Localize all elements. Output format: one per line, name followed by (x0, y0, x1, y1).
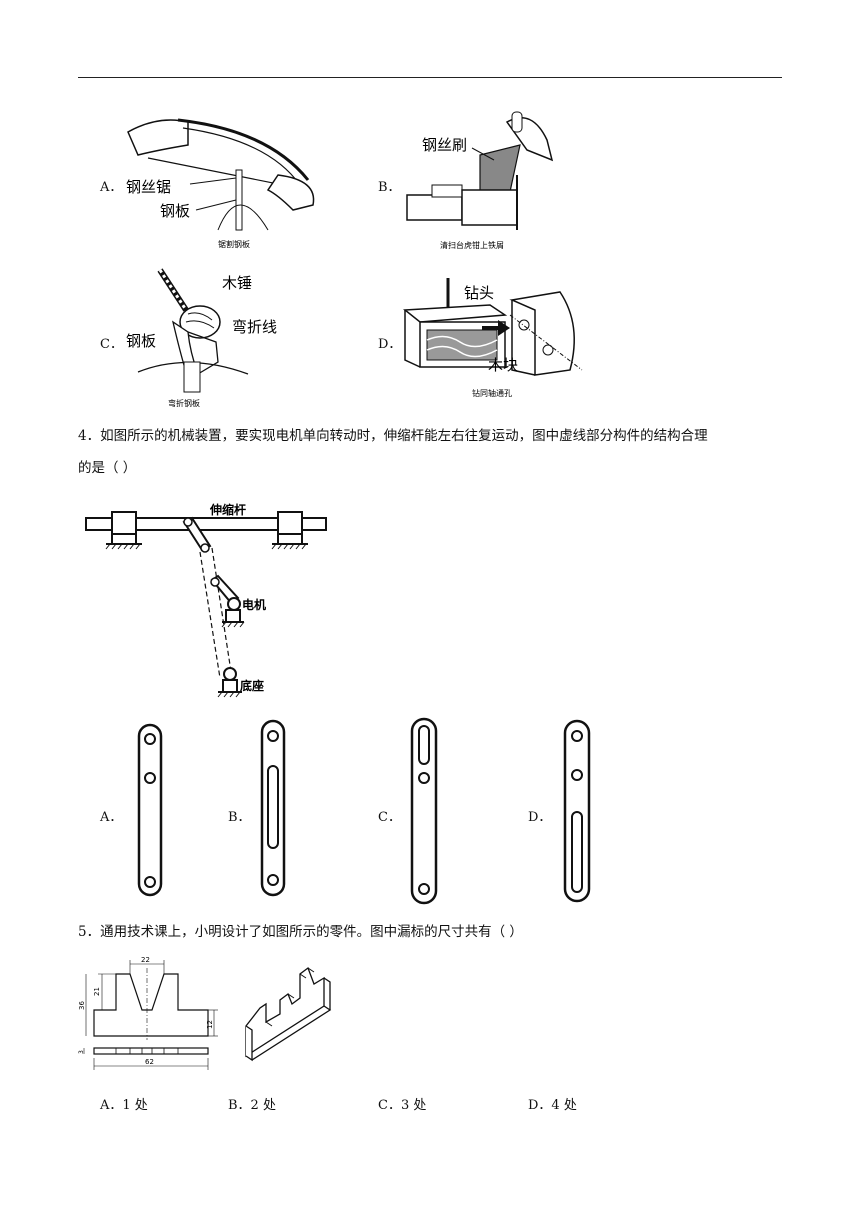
q4-text-line1: 4．如图所示的机械装置，要实现电机单向转动时，伸缩杆能左右往复运动，图中虚线部分… (78, 428, 708, 444)
q3-figure-c-bending: 木锤 弯折线 钢板 弯折钢板 (126, 268, 277, 408)
q3-d-label-drill: 钻头 (464, 284, 494, 302)
q4-option-d-letter[interactable]: D． (528, 810, 552, 825)
q3-option-b-letter[interactable]: B． (378, 180, 401, 195)
q5-dim-62: 62 (145, 1058, 154, 1066)
q3-a-caption: 锯割钢板 (218, 239, 250, 249)
q3-c-caption: 弯折钢板 (168, 398, 200, 408)
header-rule (78, 77, 782, 78)
q5-orthographic-drawing: 22 21 36 12 3 62 (78, 956, 218, 1070)
q4-option-d-link[interactable] (562, 718, 594, 904)
q3-d-caption: 钻同轴通孔 (472, 388, 512, 398)
q5-dim-36: 36 (78, 1001, 86, 1010)
q3-b-caption: 清扫台虎钳上铁屑 (440, 240, 504, 250)
q4-option-c-letter[interactable]: C． (378, 810, 401, 825)
q5-question-text: 5．通用技术课上，小明设计了如图所示的零件。图中漏标的尺寸共有（ ） (78, 924, 523, 940)
q4-question-text: 4．如图所示的机械装置，要实现电机单向转动时，伸缩杆能左右往复运动，图中虚线部分… (78, 420, 788, 484)
q3-d-label-wood: 木块 (488, 356, 518, 374)
q3-figure-b-brush: 钢丝刷 清扫台虎钳上铁屑 (406, 111, 554, 250)
q4-text-line2: 的是（ ） (78, 460, 137, 476)
q5-dim-3: 3 (78, 1050, 85, 1054)
q5-option-b[interactable]: B．2 处 (228, 1098, 276, 1113)
q5-dim-12: 12 (206, 1020, 214, 1029)
q4-option-b-letter[interactable]: B． (228, 810, 251, 825)
q3-c-label-bendline: 弯折线 (232, 318, 277, 336)
q5-isometric-part (245, 966, 332, 1062)
q4-label-motor: 电机 (242, 597, 266, 612)
q5-option-d[interactable]: D．4 处 (528, 1098, 577, 1113)
q4-mechanism-figure: 伸缩杆 电机 底座 (85, 502, 327, 698)
q5-dim-22: 22 (141, 956, 150, 964)
q3-b-label-brush: 钢丝刷 (422, 136, 467, 154)
q3-c-label-mallet: 木锤 (222, 274, 252, 292)
q3-option-d-letter[interactable]: D． (378, 337, 402, 352)
q4-option-b-link[interactable] (259, 718, 289, 898)
q3-option-c-letter[interactable]: C． (100, 337, 123, 352)
q5-option-c[interactable]: C．3 处 (378, 1098, 427, 1113)
q3-option-a-letter[interactable]: A． (100, 180, 123, 195)
q4-label-base: 底座 (240, 678, 264, 693)
q5-option-a[interactable]: A．1 处 (100, 1098, 148, 1113)
q4-option-c-link[interactable] (409, 716, 441, 906)
q5-dim-21: 21 (93, 987, 101, 996)
q4-option-a-link[interactable] (136, 722, 166, 898)
q3-a-label-saw: 钢丝锯 (126, 178, 171, 196)
q3-c-label-plate: 钢板 (126, 332, 156, 350)
q4-option-a-letter[interactable]: A． (100, 810, 123, 825)
q3-figure-a-sawing: 钢丝锯 钢板 锯割钢板 (126, 118, 315, 249)
q4-label-rod: 伸缩杆 (209, 502, 246, 517)
q3-figure-d-drilling: 钻头 木块 钻同轴通孔 (403, 278, 583, 398)
q3-a-label-plate: 钢板 (160, 202, 190, 220)
